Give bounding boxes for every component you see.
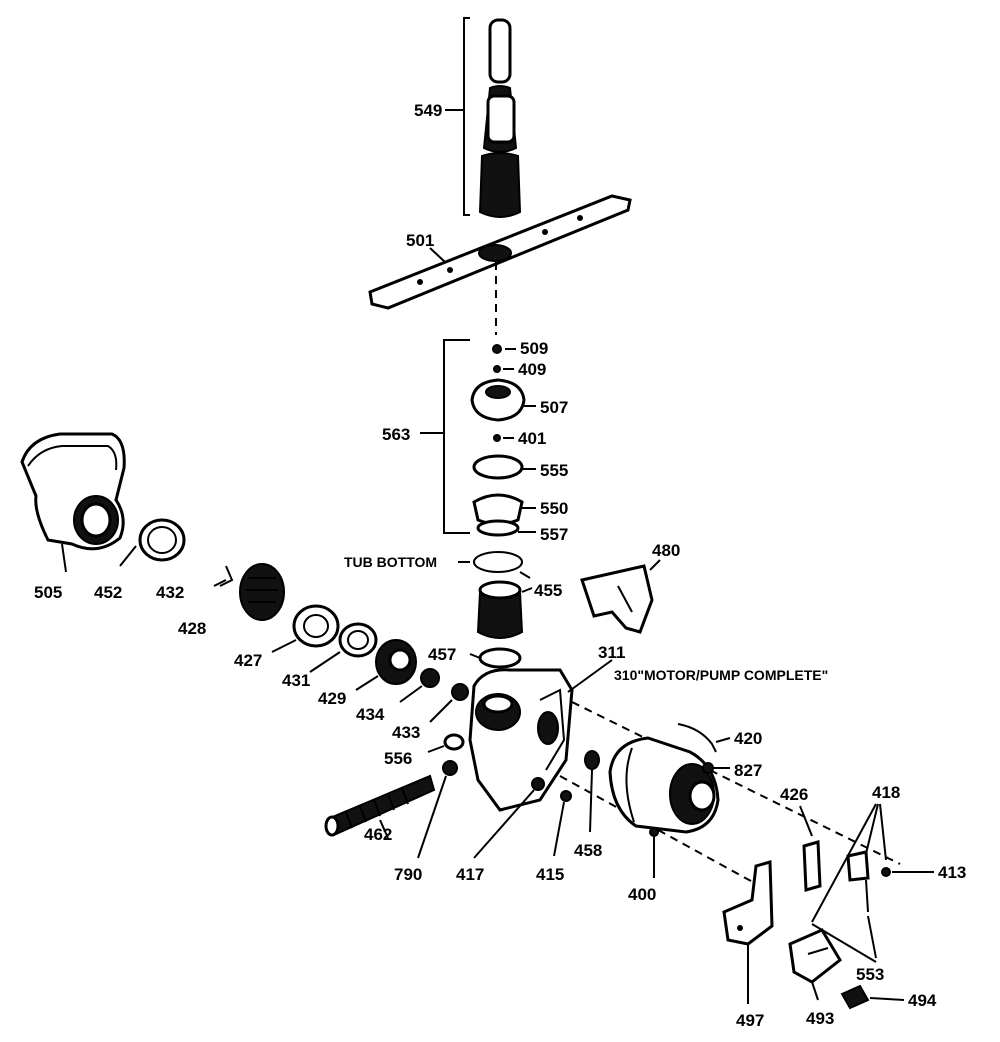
label-420: 420 <box>734 729 762 748</box>
label-493: 493 <box>806 1009 834 1028</box>
label-563: 563 <box>382 425 410 444</box>
part-501-spray-arm <box>368 194 632 335</box>
label-458: 458 <box>574 841 602 860</box>
label-434: 434 <box>356 705 385 724</box>
part-431-ring <box>309 622 378 673</box>
part-493-bracket <box>788 928 842 1001</box>
label-790: 790 <box>394 865 422 884</box>
part-427-ring <box>271 604 340 653</box>
part-428-screen <box>213 563 285 621</box>
label-432: 432 <box>156 583 184 602</box>
part-458-nut <box>584 750 600 833</box>
label-413: 413 <box>938 863 966 882</box>
label-549: 549 <box>414 101 442 120</box>
label-556: 556 <box>384 749 412 768</box>
part-434-nut <box>399 668 440 703</box>
label-400: 400 <box>628 885 656 904</box>
assembly-axis-line-lower <box>559 775 761 887</box>
label-310-motor-pump-complete: 310"MOTOR/PUMP COMPLETE" <box>614 667 828 683</box>
part-429-impeller <box>355 639 417 691</box>
label-507: 507 <box>540 398 568 417</box>
part-827-clip <box>702 762 730 774</box>
label-827: 827 <box>734 761 762 780</box>
part-497-mounting-bracket <box>722 860 774 1004</box>
label-428: 428 <box>178 619 206 638</box>
label-501: 501 <box>406 231 434 250</box>
part-433-washer <box>429 683 469 723</box>
part-563-hub-assembly <box>420 339 536 537</box>
label-557: 557 <box>540 525 568 544</box>
label-426: 426 <box>780 785 808 804</box>
part-420-wire <box>677 723 731 753</box>
part-311-pump-body <box>468 659 613 812</box>
label-417: 417 <box>456 865 484 884</box>
label-550: 550 <box>540 499 568 518</box>
label-455: 455 <box>534 581 562 600</box>
label-497: 497 <box>736 1011 764 1030</box>
assembly-axis-line <box>571 701 901 865</box>
part-452-clamp <box>119 518 186 567</box>
part-400-motor <box>608 736 720 878</box>
label-418: 418 <box>872 783 900 802</box>
part-426-bracket <box>799 805 822 892</box>
label-452: 452 <box>94 583 122 602</box>
part-457-ring <box>469 647 522 669</box>
label-509: 509 <box>520 339 548 358</box>
label-457: 457 <box>428 645 456 664</box>
part-number-labels: 549 501 509 409 507 401 563 555 550 557 … <box>34 101 966 1030</box>
part-417-screw <box>473 777 545 859</box>
label-553: 553 <box>856 965 884 984</box>
part-505-pump-cover <box>20 432 126 573</box>
part-790-plug <box>417 760 458 859</box>
label-431: 431 <box>282 671 310 690</box>
part-455-impeller-housing <box>476 580 533 639</box>
label-462: 462 <box>364 825 392 844</box>
label-427: 427 <box>234 651 262 670</box>
label-555: 555 <box>540 461 568 480</box>
label-494: 494 <box>908 991 937 1010</box>
label-433: 433 <box>392 723 420 742</box>
label-401: 401 <box>518 429 546 448</box>
part-418-screws <box>811 803 934 963</box>
part-462-drive-shaft <box>324 774 436 839</box>
part-480-bracket <box>580 559 661 634</box>
part-494-clip <box>840 984 905 1010</box>
label-311: 311 <box>598 643 625 662</box>
part-415-screw <box>553 790 572 857</box>
tub-bottom-ring <box>458 551 531 579</box>
label-tub-bottom: TUB BOTTOM <box>344 554 437 570</box>
part-549-spray-tube <box>445 17 522 218</box>
part-556-seal <box>427 733 465 753</box>
label-480: 480 <box>652 541 680 560</box>
label-415: 415 <box>536 865 564 884</box>
label-505: 505 <box>34 583 62 602</box>
label-429: 429 <box>318 689 346 708</box>
label-409: 409 <box>518 360 546 379</box>
